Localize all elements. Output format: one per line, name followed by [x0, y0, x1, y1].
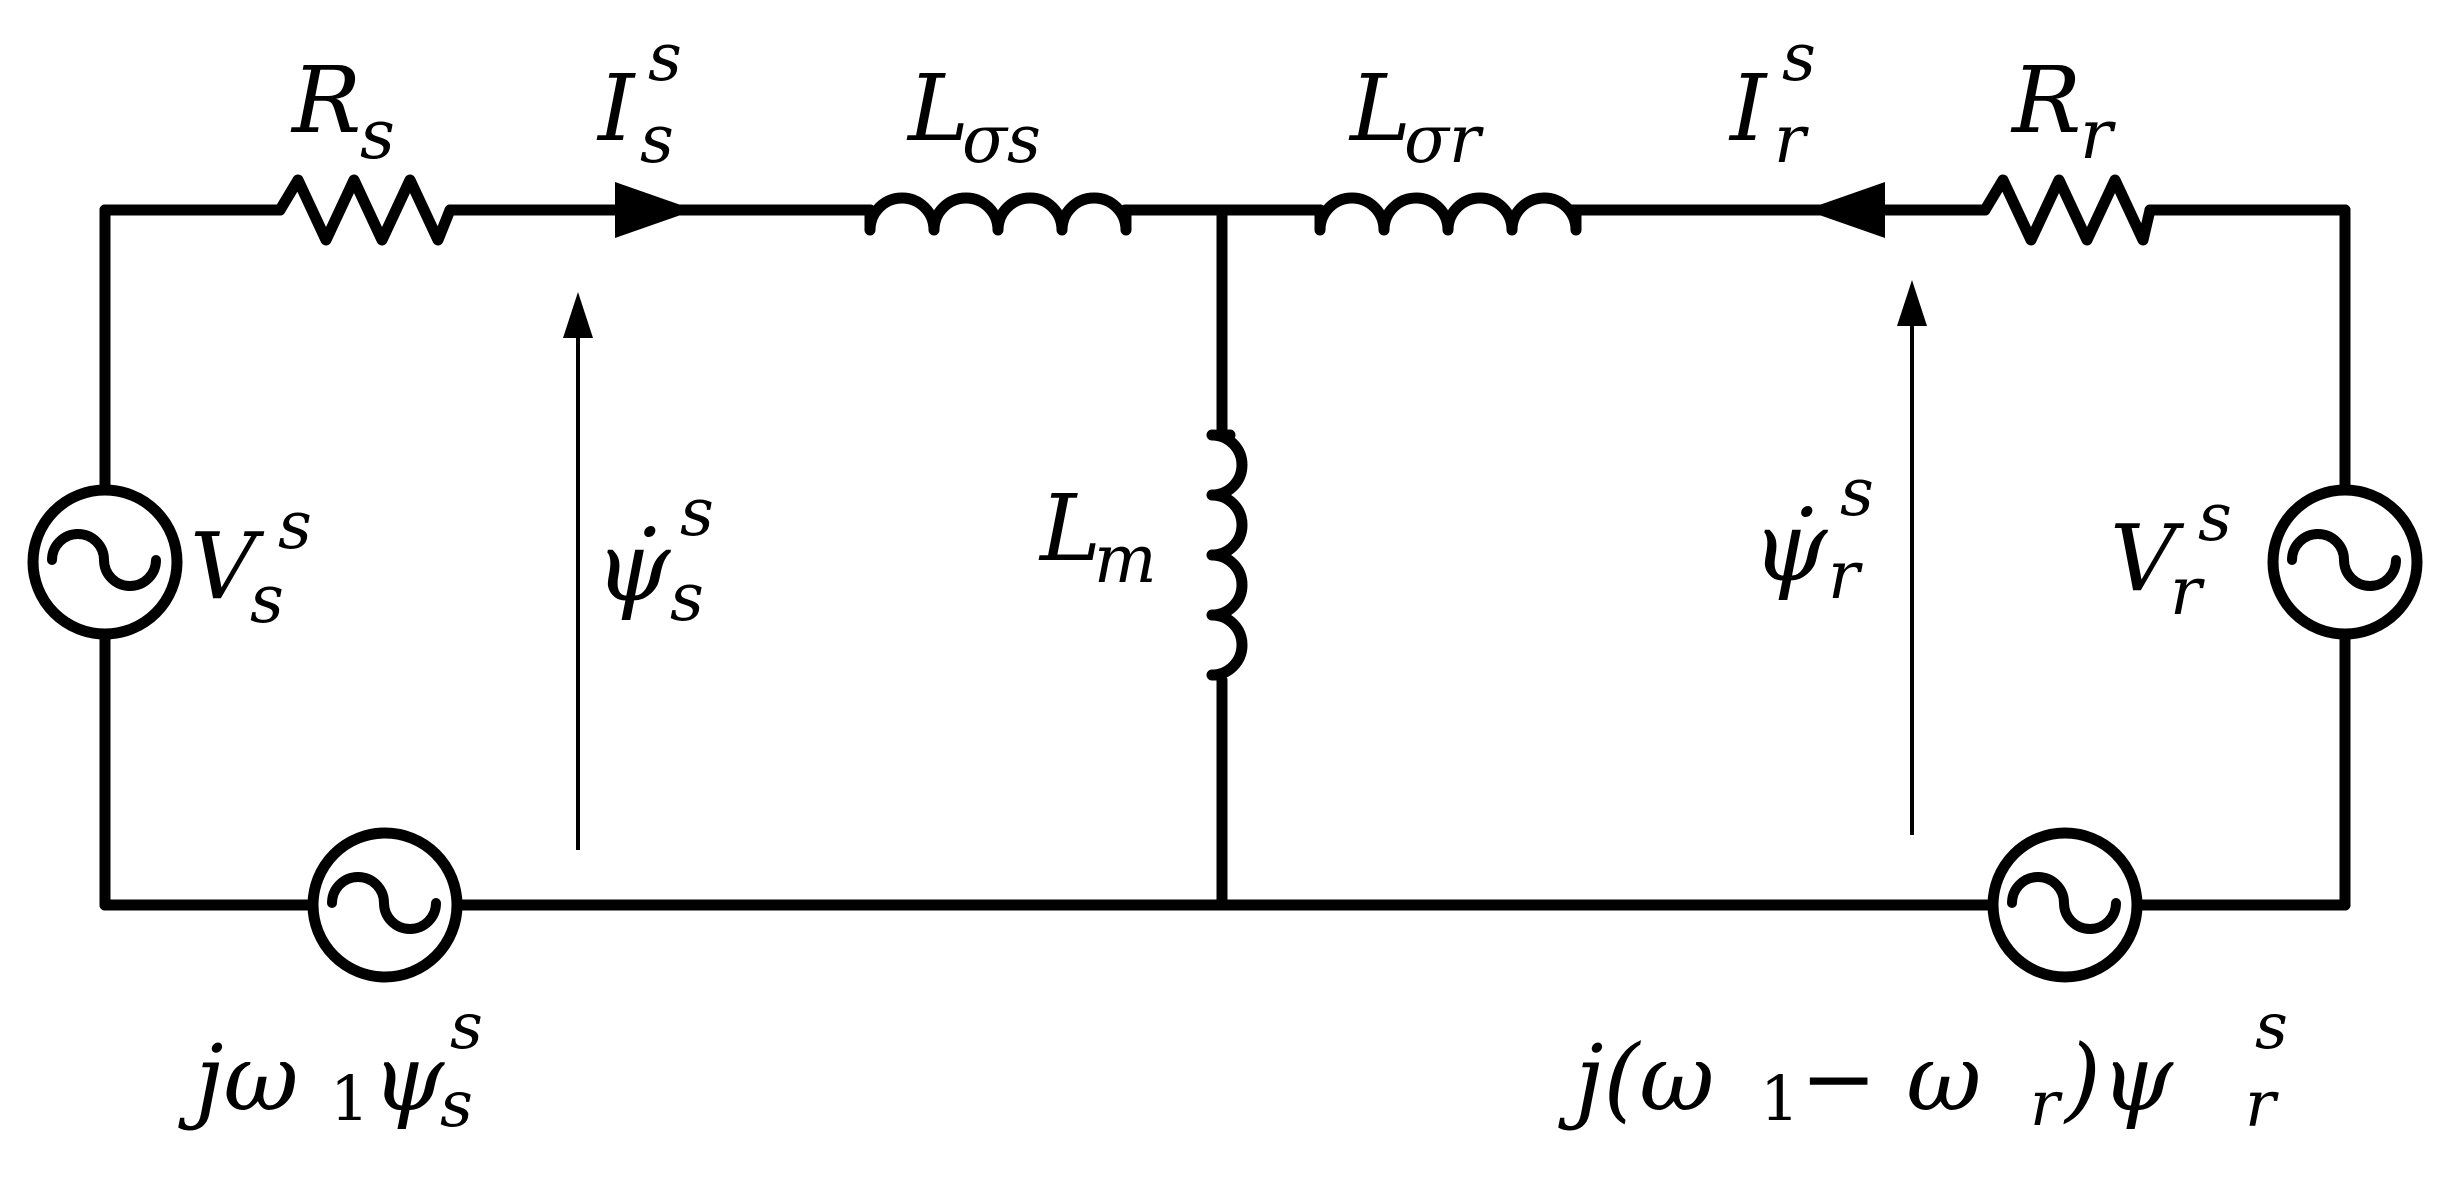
svg-text:m: m — [1094, 521, 1157, 598]
label-ir: I s r — [1728, 19, 1816, 178]
svg-text:s: s — [680, 474, 714, 551]
svg-text:s: s — [2255, 990, 2288, 1064]
svg-text:s: s — [1782, 19, 1816, 96]
svg-text:r: r — [1828, 537, 1863, 614]
svg-text:L: L — [1348, 55, 1411, 162]
svg-text:s: s — [450, 990, 483, 1064]
svg-text:r: r — [2170, 553, 2205, 630]
flux-arrow-psis — [563, 292, 593, 850]
svg-text:)ψ: )ψ — [2063, 1025, 2174, 1132]
svg-text:r: r — [2030, 1067, 2063, 1140]
svg-text:s: s — [278, 487, 312, 564]
svg-text:r: r — [2080, 96, 2116, 175]
svg-text:jω: jω — [178, 1025, 299, 1132]
label-lsr: L σr — [1348, 55, 1484, 178]
current-arrow-is — [615, 182, 695, 238]
label-er: j(ω 1 − ω r )ψ s r — [1558, 990, 2288, 1142]
svg-text:L: L — [1038, 475, 1101, 582]
svg-text:R: R — [2010, 47, 2081, 154]
svg-text:s: s — [250, 561, 284, 638]
label-rs: R s — [290, 47, 395, 175]
label-vs: V s s — [190, 487, 312, 638]
label-psir: ψ̇ s r — [1752, 454, 1874, 614]
resistor-rr-symbol — [1979, 174, 2156, 246]
svg-text:s: s — [648, 19, 682, 96]
inductor-lsr-symbol — [1314, 192, 1582, 236]
svg-text:s: s — [2198, 479, 2232, 556]
svg-text:s: s — [440, 1068, 473, 1142]
source-vs-symbol — [27, 484, 183, 640]
svg-text:ψ̇: ψ̇ — [1752, 491, 1829, 603]
svg-text:I: I — [596, 55, 636, 162]
svg-text:σr: σr — [1404, 101, 1484, 178]
svg-text:− ω: − ω — [1800, 1025, 1981, 1132]
svg-text:s: s — [670, 559, 704, 636]
svg-text:ψ: ψ — [372, 1025, 445, 1132]
svg-text:σs: σs — [962, 101, 1041, 178]
inductor-lm-symbol — [1206, 429, 1248, 681]
svg-text:j(ω: j(ω — [1558, 1025, 1714, 1132]
svg-text:L: L — [906, 55, 969, 162]
label-psis: ψ̇ s s — [595, 474, 714, 636]
svg-text:ψ̇: ψ̇ — [595, 511, 672, 623]
resistor-rs-symbol — [274, 174, 456, 246]
label-lss: L σs — [906, 55, 1041, 178]
label-es: jω 1 ψ s s — [178, 990, 483, 1142]
label-vr: V s r — [2110, 479, 2232, 630]
svg-text:I: I — [1728, 55, 1768, 162]
inductor-lss-symbol — [864, 192, 1132, 236]
flux-arrow-psir — [1897, 280, 1927, 835]
label-rr: R r — [2010, 47, 2116, 175]
wiring — [99, 204, 2351, 911]
svg-text:1: 1 — [1760, 1062, 1799, 1135]
current-arrow-ir — [1805, 182, 1885, 238]
label-lm: L m — [1038, 475, 1157, 598]
svg-text:V: V — [2110, 505, 2185, 612]
svg-text:s: s — [1840, 454, 1874, 531]
svg-text:R: R — [290, 47, 361, 154]
svg-text:r: r — [1774, 101, 1809, 178]
svg-text:1: 1 — [330, 1062, 369, 1135]
svg-text:V: V — [190, 513, 265, 620]
source-es-symbol — [307, 827, 463, 983]
svg-text:s: s — [360, 96, 395, 175]
source-vr-symbol — [2267, 484, 2423, 640]
svg-text:r: r — [2245, 1068, 2279, 1142]
label-is: I s s — [596, 19, 682, 178]
source-er-symbol — [1987, 827, 2143, 983]
svg-text:s: s — [640, 101, 674, 178]
